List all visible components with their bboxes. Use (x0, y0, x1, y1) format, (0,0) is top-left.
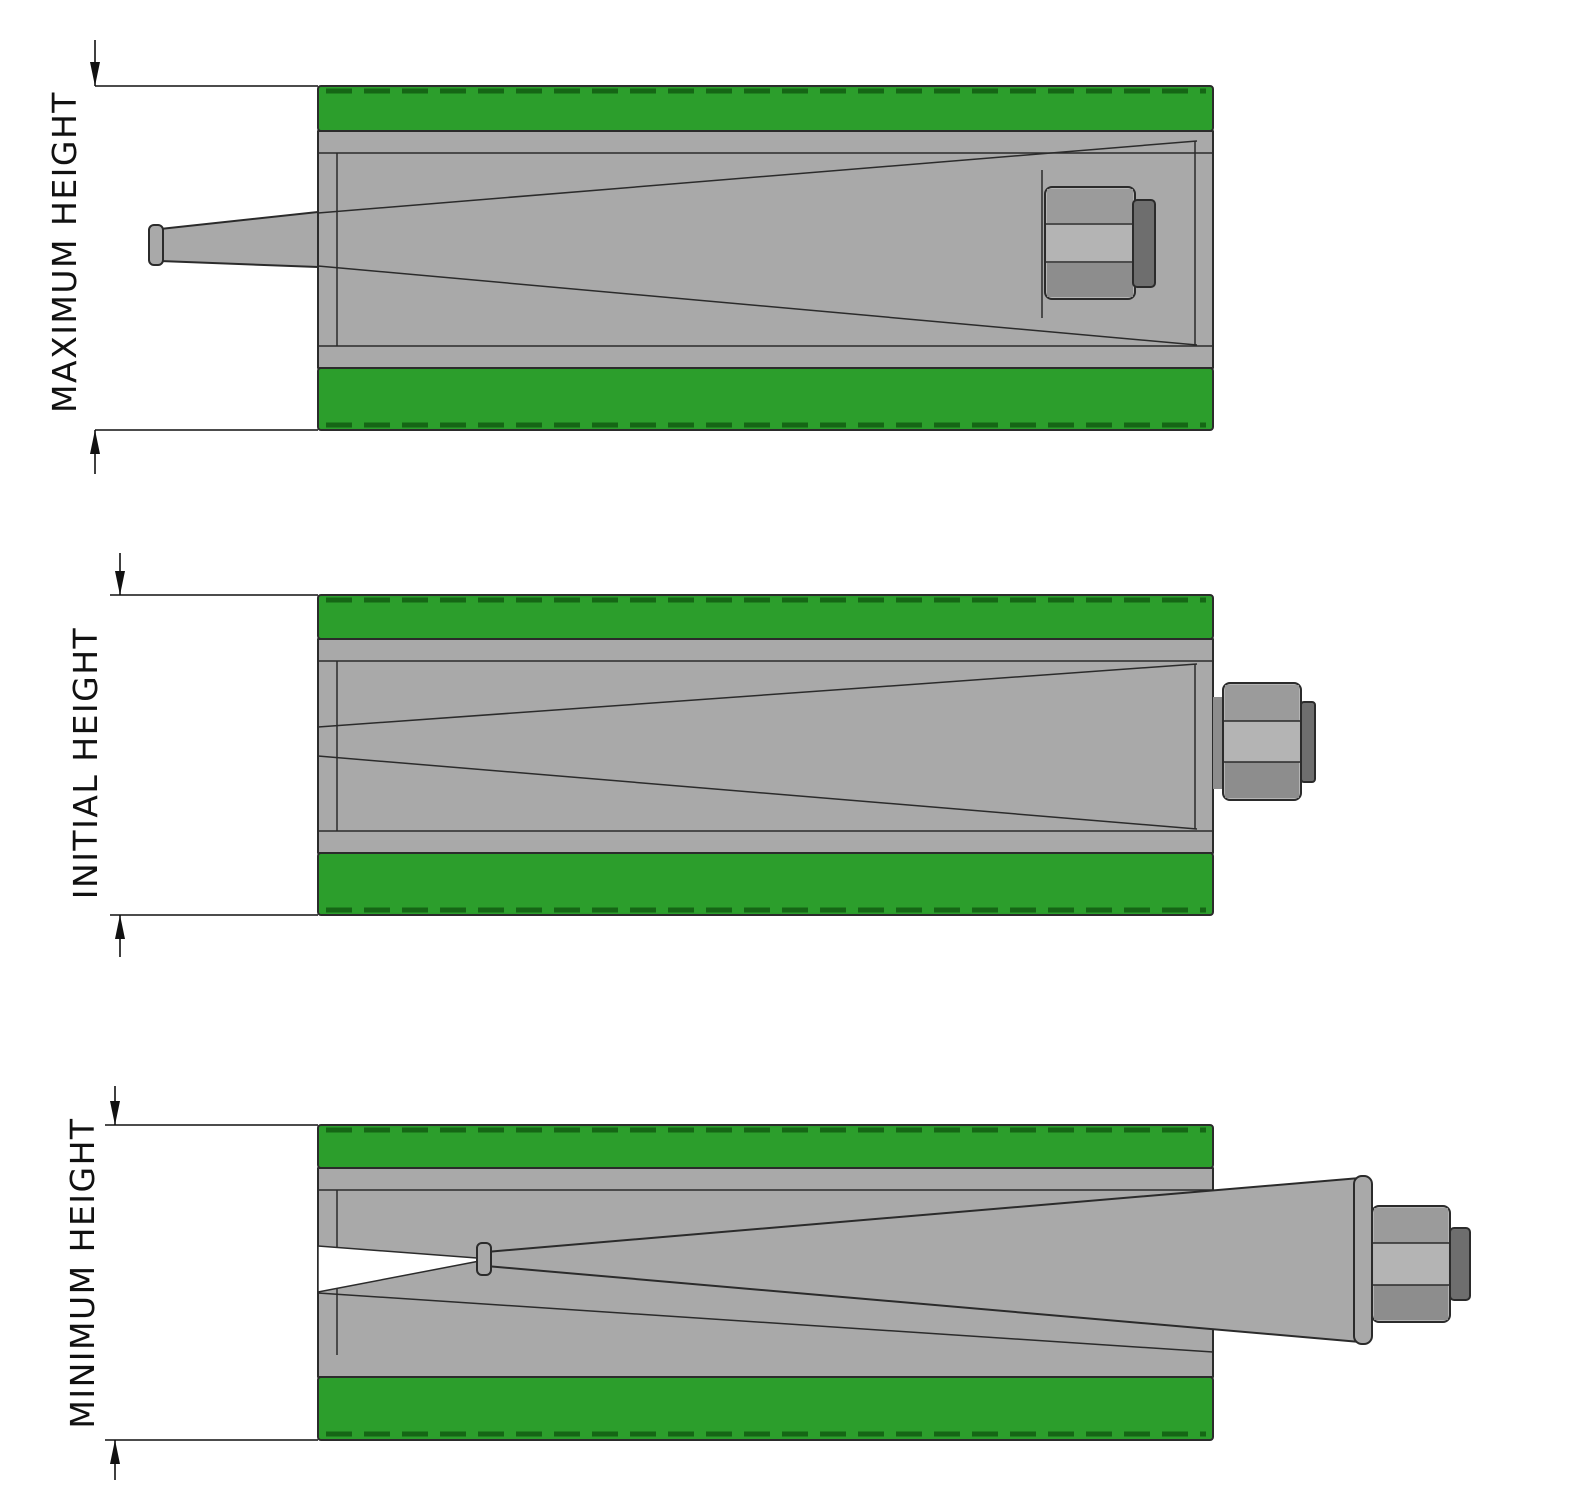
figure-minimum-height: MINIMUM HEIGHT (63, 1086, 1471, 1480)
hex-facet-upper (1374, 1208, 1448, 1243)
wedge-upper-edge (317, 663, 1198, 728)
dimension-maximum: MAXIMUM HEIGHT (45, 40, 318, 474)
pads-initial (317, 594, 1214, 916)
wedge-gap (317, 1245, 491, 1293)
edge-line (317, 1292, 1214, 1353)
arrow-down-icon (110, 1101, 120, 1125)
bolt-maximum (1044, 186, 1156, 300)
maximum-height-label: MAXIMUM HEIGHT (45, 91, 84, 413)
bottom-pad (317, 852, 1214, 916)
wedge-lower-edge (317, 265, 1198, 346)
arrow-down-icon (115, 571, 125, 595)
hex-facet-lower (1374, 1285, 1448, 1320)
figure-maximum-height: MAXIMUM HEIGHT (45, 40, 1214, 474)
wedge-lower-edge (317, 755, 1198, 830)
initial-height-label: INITIAL HEIGHT (66, 627, 105, 899)
body-initial (317, 638, 1214, 854)
body-minimum (317, 1167, 1373, 1378)
bottom-pad (317, 367, 1214, 431)
wedge-end-cap (1353, 1175, 1373, 1345)
wedge-tip-cap (148, 224, 164, 266)
minimum-height-label: MINIMUM HEIGHT (63, 1117, 102, 1428)
figure-initial-height: INITIAL HEIGHT (66, 553, 1316, 957)
wedge-body (317, 638, 1214, 854)
pads-minimum (317, 1124, 1214, 1441)
dimension-initial: INITIAL HEIGHT (66, 553, 318, 957)
bolt-end (1449, 1227, 1471, 1301)
arrow-up-icon (110, 1440, 120, 1464)
pads-maximum (317, 85, 1214, 431)
arrow-up-icon (115, 915, 125, 939)
hex-facet-lower (1047, 263, 1133, 297)
hex-facet-lower (1225, 762, 1299, 798)
arrow-down-icon (90, 62, 100, 86)
wedge-tip-cap (476, 1242, 492, 1276)
bolt-initial (1213, 682, 1316, 801)
bolt-washer (1213, 697, 1223, 789)
bottom-pad (317, 1376, 1214, 1441)
middle-wedge-tip (159, 211, 319, 268)
dimension-minimum: MINIMUM HEIGHT (63, 1086, 318, 1480)
arrow-up-icon (90, 430, 100, 454)
bolt-minimum (1371, 1205, 1471, 1323)
hex-facet-upper (1047, 189, 1133, 223)
hex-facet-upper (1225, 685, 1299, 721)
bolt-end (1132, 199, 1156, 288)
bolt-end (1300, 701, 1316, 783)
wedge-upper-edge (317, 140, 1198, 214)
